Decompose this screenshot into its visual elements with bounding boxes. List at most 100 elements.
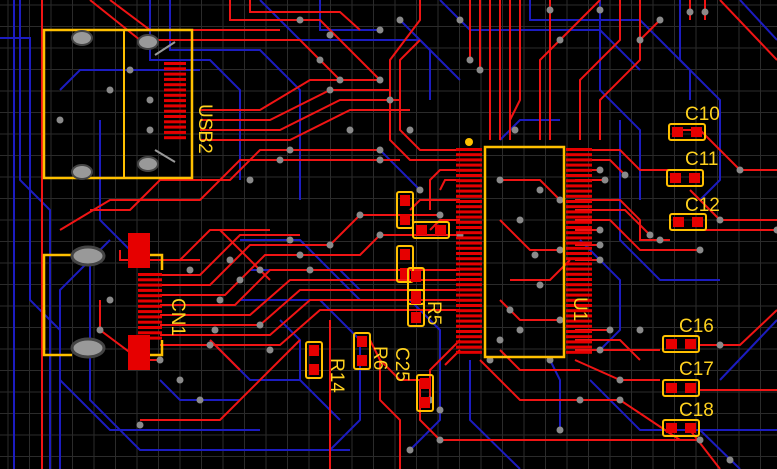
via [596, 166, 604, 174]
u1-pad [456, 174, 482, 177]
c16-footprint-outline [662, 335, 700, 353]
u1-pad [456, 200, 482, 203]
via [556, 36, 564, 44]
cap-footprint-pad [435, 225, 446, 235]
u1-pad [566, 236, 592, 240]
usb2-pad [164, 136, 186, 140]
via [216, 296, 224, 304]
u1-pad [456, 168, 482, 172]
u1-pad [456, 304, 482, 307]
u1-pad [566, 319, 592, 323]
u1-pad [456, 340, 482, 344]
via [773, 226, 777, 234]
u1-pad [566, 345, 592, 349]
u1-pad [566, 304, 592, 307]
cap-footprint-pad [400, 195, 410, 206]
r5-footprint-pad [411, 293, 421, 304]
cn1-pad [138, 326, 162, 329]
c10-footprint-pad [672, 127, 683, 137]
via [146, 96, 154, 104]
u1-pad [566, 324, 592, 328]
via [596, 256, 604, 264]
via [546, 6, 554, 14]
cn1-pad [138, 294, 162, 298]
via [206, 341, 214, 349]
cn1-pads [138, 273, 162, 340]
via [606, 326, 614, 334]
u1-pad [456, 226, 482, 229]
usb2-pad [164, 72, 186, 76]
cn1-designator: CN1 [167, 298, 188, 336]
via [636, 36, 644, 44]
c11-footprint-pad [689, 173, 700, 183]
cn1-pad [138, 299, 162, 303]
r5-designator: R5 [423, 301, 444, 325]
usb2-mount-hole [71, 30, 93, 46]
c18-footprint-pad [666, 423, 677, 433]
u1-pad [566, 241, 592, 245]
u1-pad [456, 267, 482, 271]
usb2-footprint[interactable] [42, 28, 194, 180]
via [146, 126, 154, 134]
cn1-footprint[interactable] [42, 233, 164, 370]
c10-footprint [668, 123, 706, 141]
usb2-pads [154, 41, 186, 163]
u1-pad [456, 324, 482, 328]
u1-pad [456, 350, 482, 354]
via [556, 426, 564, 434]
passive-components [305, 123, 707, 437]
r6-footprint-pad [357, 355, 367, 366]
c17-footprint-outline [662, 379, 700, 397]
cn1-pad [138, 288, 162, 292]
cn1-pad [138, 278, 162, 282]
u1-pad [566, 309, 592, 313]
u1-pad [456, 215, 482, 219]
u1-pad [456, 335, 482, 339]
usb2-pad [164, 83, 186, 87]
u1-pad [566, 298, 592, 302]
cap-footprint-pad [400, 249, 410, 260]
u1-pad [456, 252, 482, 255]
u1-pad [456, 272, 482, 276]
via [436, 436, 444, 444]
u1-pad [566, 272, 592, 276]
c16-footprint-pad [685, 339, 696, 349]
u1-pad [456, 262, 482, 266]
cn1-pad [138, 310, 162, 314]
via [236, 276, 244, 284]
u1-pad [456, 314, 482, 318]
via [106, 86, 114, 94]
usb2-mount-hole [137, 34, 159, 50]
via [196, 396, 204, 404]
via [346, 126, 354, 134]
u1-pad [456, 231, 482, 235]
via [646, 231, 654, 239]
u1-pad [566, 252, 592, 255]
c12-footprint [669, 213, 707, 231]
via [176, 376, 184, 384]
via [516, 216, 524, 224]
cn1-pad [138, 315, 162, 319]
u1-pad [456, 163, 482, 167]
cn1-pad [138, 336, 162, 340]
usb2-inner-outline [123, 29, 193, 179]
u1-pad [456, 210, 482, 214]
via [276, 156, 284, 164]
u1-pad [566, 283, 592, 287]
via [306, 266, 314, 274]
r6-footprint [353, 332, 371, 370]
u1-pad [456, 153, 482, 157]
via [556, 196, 564, 204]
u1-footprint[interactable] [456, 138, 592, 359]
via [126, 66, 134, 74]
via [246, 176, 254, 184]
via [596, 241, 604, 249]
usb2-pad [164, 115, 186, 118]
u1-pad [456, 293, 482, 297]
r5-footprint-pad [411, 271, 421, 282]
cap-footprint-outline [396, 245, 414, 283]
c11-footprint-outline [666, 169, 704, 187]
via [656, 236, 664, 244]
u1-pad [566, 163, 592, 167]
